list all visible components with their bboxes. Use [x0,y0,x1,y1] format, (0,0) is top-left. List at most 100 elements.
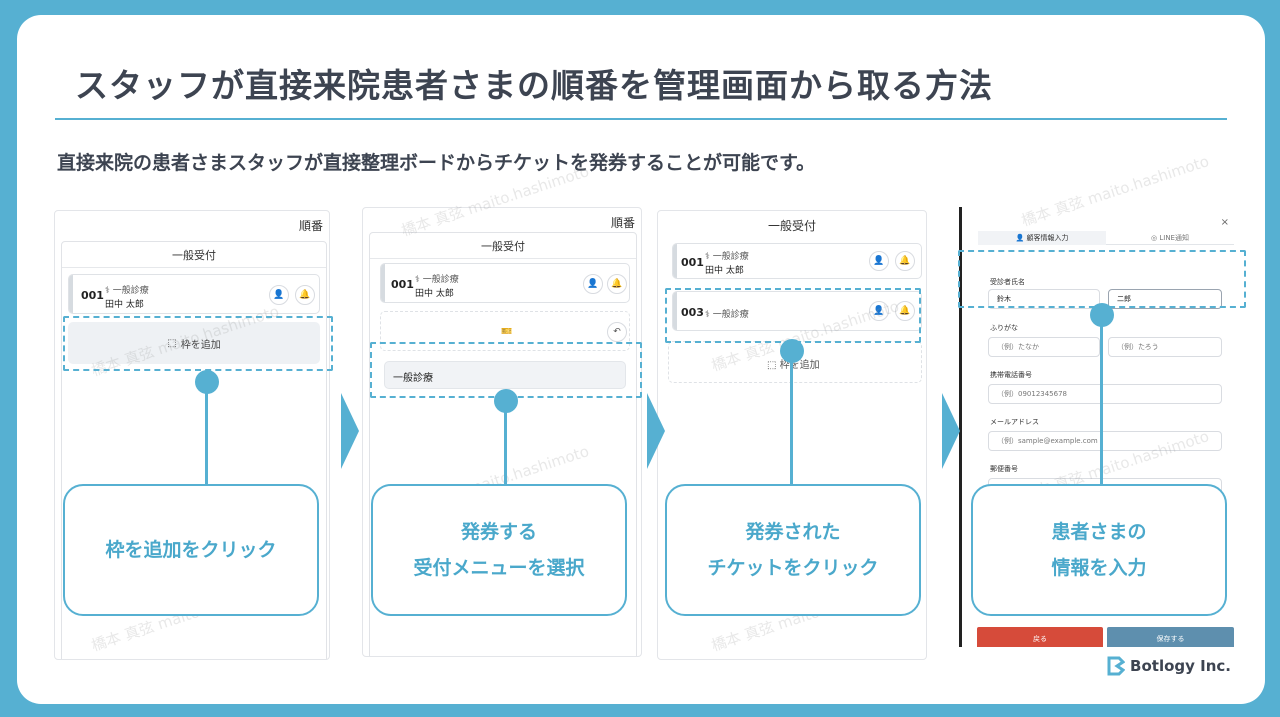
callout-step1: 枠を追加をクリック [63,484,319,616]
zip-label: 郵便番号 [990,465,1018,473]
ticket-accent-bar [673,244,677,278]
ticket-icon: 🎫 [497,322,517,342]
callout-text-line1: 患者さまの [1051,520,1147,543]
ticket-card[interactable]: 001 ⚕ 一般診療 田中 太郎 👤 🔔 [380,263,630,303]
ticket-kind: ⚕ 一般診療 [705,307,749,320]
callout-text-line2: チケットをクリック [707,557,879,579]
ticket-kind: ⚕ 一般診療 [705,249,749,262]
tab-customer-label: 顧客情報入力 [1026,234,1069,242]
add-slot-label-wrap: ⬚ 枠を追加 [767,356,820,371]
ticket-number: 001 [81,289,104,302]
ticket-accent-bar [673,292,677,330]
add-slot-icon: ⬚ [167,337,177,349]
ticket-accent-bar [69,275,73,313]
first-name-input[interactable]: 二郎 [1108,289,1222,309]
column-title: 一般受付 [370,233,636,259]
connector-line [205,383,208,501]
menu-item-label: 一般診療 [393,373,433,384]
stethoscope-icon: ⚕ [105,286,110,296]
ticket-kind-label: 一般診療 [112,286,149,296]
company-name: Botlogy Inc. [1130,657,1231,675]
highlight-add-slot [63,316,333,371]
issued-ticket-card[interactable]: 003 ⚕ 一般診療 👤 🔔 [672,291,922,331]
column-title: 一般受付 [767,218,816,233]
patient-name: 田中 太郎 [705,266,744,276]
ticket-number: 001 [391,278,414,291]
ticket-number: 001 [681,256,704,269]
line-icon: ◎ [1151,234,1158,242]
phone-label: 携帯電話番号 [990,371,1032,379]
patient-name: 田中 太郎 [415,289,454,299]
callout-text-line1: 発券された [745,520,841,543]
panel-header: 順番 [610,215,635,230]
patient-name: 田中 太郎 [105,300,144,310]
page-subtitle: 直接来院の患者さまスタッフが直接整理ボードからチケットを発券することが可能です。 [57,152,816,174]
assign-user-icon[interactable]: 👤 [869,251,889,271]
close-icon[interactable]: × [1220,217,1229,228]
title-divider [55,118,1227,120]
step-arrow [647,393,665,469]
callout-text-line2: 受付メニューを選択 [413,557,585,579]
connector-dot [195,370,219,394]
save-button[interactable]: 保存する [1107,627,1234,647]
ticket-kind: ⚕ 一般診療 [105,283,149,296]
highlight-name-fields [958,250,1246,308]
assign-user-icon[interactable]: 👤 [269,285,289,305]
ticket-kind-label: 一般診療 [712,310,749,320]
back-button[interactable]: 戻る [977,627,1103,647]
kana-last-input[interactable]: （例）たなか [988,337,1100,357]
assign-user-icon[interactable]: 👤 [869,301,889,321]
callout-step3: 発券された チケットをクリック [665,484,921,616]
connector-dot [494,389,518,413]
botlogy-logo-icon [1107,656,1126,676]
add-slot-button[interactable]: ⬚ 枠を追加 [68,322,320,364]
new-ticket-card[interactable]: 🎫 ↶ [380,311,630,351]
callout-step2: 発券する 受付メニューを選択 [371,484,627,616]
add-slot-label: 枠を追加 [779,360,820,371]
bell-icon[interactable]: 🔔 [295,285,315,305]
bell-icon[interactable]: 🔔 [895,251,915,271]
ticket-kind-label: 一般診療 [422,275,459,285]
slide: スタッフが直接来院患者さまの順番を管理画面から取る方法 直接来院の患者さまスタッ… [17,15,1265,704]
email-label: メールアドレス [990,418,1039,426]
ticket-kind-label: 一般診療 [712,252,749,262]
column-title: 一般受付 [62,242,326,268]
email-input[interactable]: （例）sample@example.com [988,431,1222,451]
kana-label: ふりがな [990,324,1018,332]
ticket-kind: ⚕ 一般診療 [415,272,459,285]
callout-text-line1: 発券する [460,520,537,543]
step1-screenshot: 順番 一般受付 001 ⚕ 一般診療 田中 太郎 👤 🔔 ⬚ 枠を追加 [54,210,330,660]
ticket-number: 003 [681,306,704,319]
ticket-card[interactable]: 001 ⚕ 一般診療 田中 太郎 👤 🔔 [672,243,922,279]
connector-line [790,351,793,501]
ticket-card[interactable]: 001 ⚕ 一般診療 田中 太郎 👤 🔔 [68,274,320,314]
last-name-input[interactable]: 鈴木 [988,289,1100,309]
person-icon: 👤 [1015,234,1025,242]
company-logo: Botlogy Inc. [1107,656,1231,676]
assign-user-icon[interactable]: 👤 [583,274,603,294]
bell-icon[interactable]: 🔔 [895,301,915,321]
panel-header: 順番 [298,218,323,233]
callout-text-line2: 情報を入力 [1051,557,1147,579]
undo-icon[interactable]: ↶ [607,322,627,342]
tab-line-label: LINE通知 [1159,234,1189,242]
tab-line-notify[interactable]: ◎ LINE通知 [1106,231,1234,245]
callout-text: 枠を追加をクリック [105,538,277,561]
connector-line [1100,315,1103,501]
tab-customer-info[interactable]: 👤 顧客情報入力 [978,231,1106,245]
connector-dot [1090,303,1114,327]
page-title: スタッフが直接来院患者さまの順番を管理画面から取る方法 [75,66,993,105]
callout-step4: 患者さまの 情報を入力 [971,484,1227,616]
highlight-issued-ticket [665,288,921,343]
connector-dot [780,339,804,363]
kana-first-input[interactable]: （例）たろう [1108,337,1222,357]
add-slot-icon: ⬚ [767,360,777,371]
phone-input[interactable]: （例）09012345678 [988,384,1222,404]
stethoscope-icon: ⚕ [415,275,420,285]
ticket-accent-bar [381,264,385,302]
bell-icon[interactable]: 🔔 [607,274,627,294]
stethoscope-icon: ⚕ [705,252,710,262]
add-slot-label: 枠を追加 [180,339,221,351]
stethoscope-icon: ⚕ [705,310,710,320]
menu-item[interactable]: 一般診療 [384,361,626,389]
